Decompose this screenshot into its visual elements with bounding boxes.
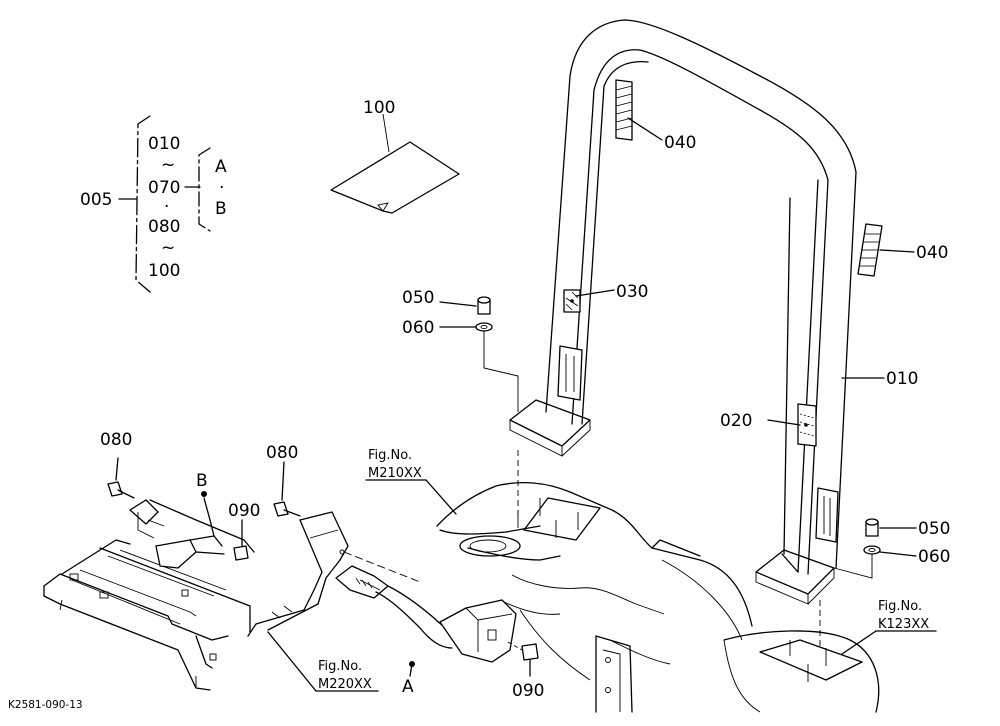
label-080-mid: 080 xyxy=(266,443,298,463)
nut-090-lower: 090 xyxy=(507,641,544,701)
rops-mount-bolts-right xyxy=(789,640,827,682)
decal-sheet-100: 100 xyxy=(330,98,460,214)
label-040-upper: 040 xyxy=(664,133,696,153)
label-030: 030 xyxy=(616,282,648,302)
washer-060-left: 060 xyxy=(402,318,493,338)
variant-b: B xyxy=(215,199,227,219)
bolt-050-left: 050 xyxy=(402,288,491,315)
index-item-010: 010 xyxy=(148,134,180,154)
label-090-upper: 090 xyxy=(228,501,260,521)
label-050-right: 050 xyxy=(918,519,950,539)
index-item-070: 070 xyxy=(148,178,180,198)
fig-ref-m220: Fig.No. M220XX xyxy=(267,631,379,692)
fig-ref-m220-code: M220XX xyxy=(318,677,372,692)
assembly-line-belt xyxy=(343,551,421,583)
fig-ref-m210-title: Fig.No. xyxy=(368,448,412,463)
label-a: A xyxy=(402,677,414,697)
part-group-index: 005 010 ~ 070 · 080 ~ 100 A · B xyxy=(80,115,227,293)
seat-frame xyxy=(43,499,255,691)
decal-040-upper: 040 xyxy=(615,79,696,153)
decal-020: 020 xyxy=(720,403,817,447)
seat-belt-a: A xyxy=(335,565,517,697)
label-050-left: 050 xyxy=(402,288,434,308)
index-item-tilde-2: ~ xyxy=(161,238,175,258)
fig-ref-m210: Fig.No. M210XX xyxy=(365,448,457,515)
buckle-b: B xyxy=(155,471,225,569)
post-bracket-right xyxy=(815,487,839,543)
seatbelt-bracket xyxy=(247,511,349,637)
label-060-left: 060 xyxy=(402,318,434,338)
tractor-body xyxy=(436,482,880,713)
variant-dot: · xyxy=(219,178,224,198)
decal-040-right: 040 xyxy=(857,223,948,277)
bolt-050-right: 050 xyxy=(865,518,950,539)
label-090-lower: 090 xyxy=(512,681,544,701)
index-item-080: 080 xyxy=(148,217,180,237)
bolt-080-left: 080 xyxy=(100,430,135,499)
label-100: 100 xyxy=(363,98,395,118)
index-item-tilde-1: ~ xyxy=(161,155,175,175)
label-080-left: 080 xyxy=(100,430,132,450)
label-b: B xyxy=(196,471,208,491)
fig-ref-m210-code: M210XX xyxy=(368,466,422,481)
assembly-line-left xyxy=(483,331,519,412)
variant-a: A xyxy=(215,157,227,177)
rops-frame-010 xyxy=(509,19,857,605)
label-010: 010 xyxy=(886,369,918,389)
fig-ref-k123: Fig.No. K123XX xyxy=(841,599,937,655)
label-005: 005 xyxy=(80,190,112,210)
bolt-080-mid: 080 xyxy=(266,443,301,517)
fig-ref-m220-title: Fig.No. xyxy=(318,659,362,674)
index-item-100: 100 xyxy=(148,261,180,281)
label-040-right: 040 xyxy=(916,243,948,263)
assembly-line-right xyxy=(833,554,873,579)
label-020: 020 xyxy=(720,411,752,431)
index-item-dot: · xyxy=(164,197,169,217)
fig-ref-k123-code: K123XX xyxy=(878,617,929,632)
decal-030: 030 xyxy=(563,282,648,313)
washer-060-right: 060 xyxy=(863,545,950,567)
rops-mount-bolts-left xyxy=(517,498,579,538)
fig-ref-k123-title: Fig.No. xyxy=(878,599,922,614)
post-bracket-left xyxy=(557,345,583,401)
nut-090-upper: 090 xyxy=(228,501,260,561)
label-060-right: 060 xyxy=(918,547,950,567)
diagram-code: K2581-090-13 xyxy=(8,699,83,711)
